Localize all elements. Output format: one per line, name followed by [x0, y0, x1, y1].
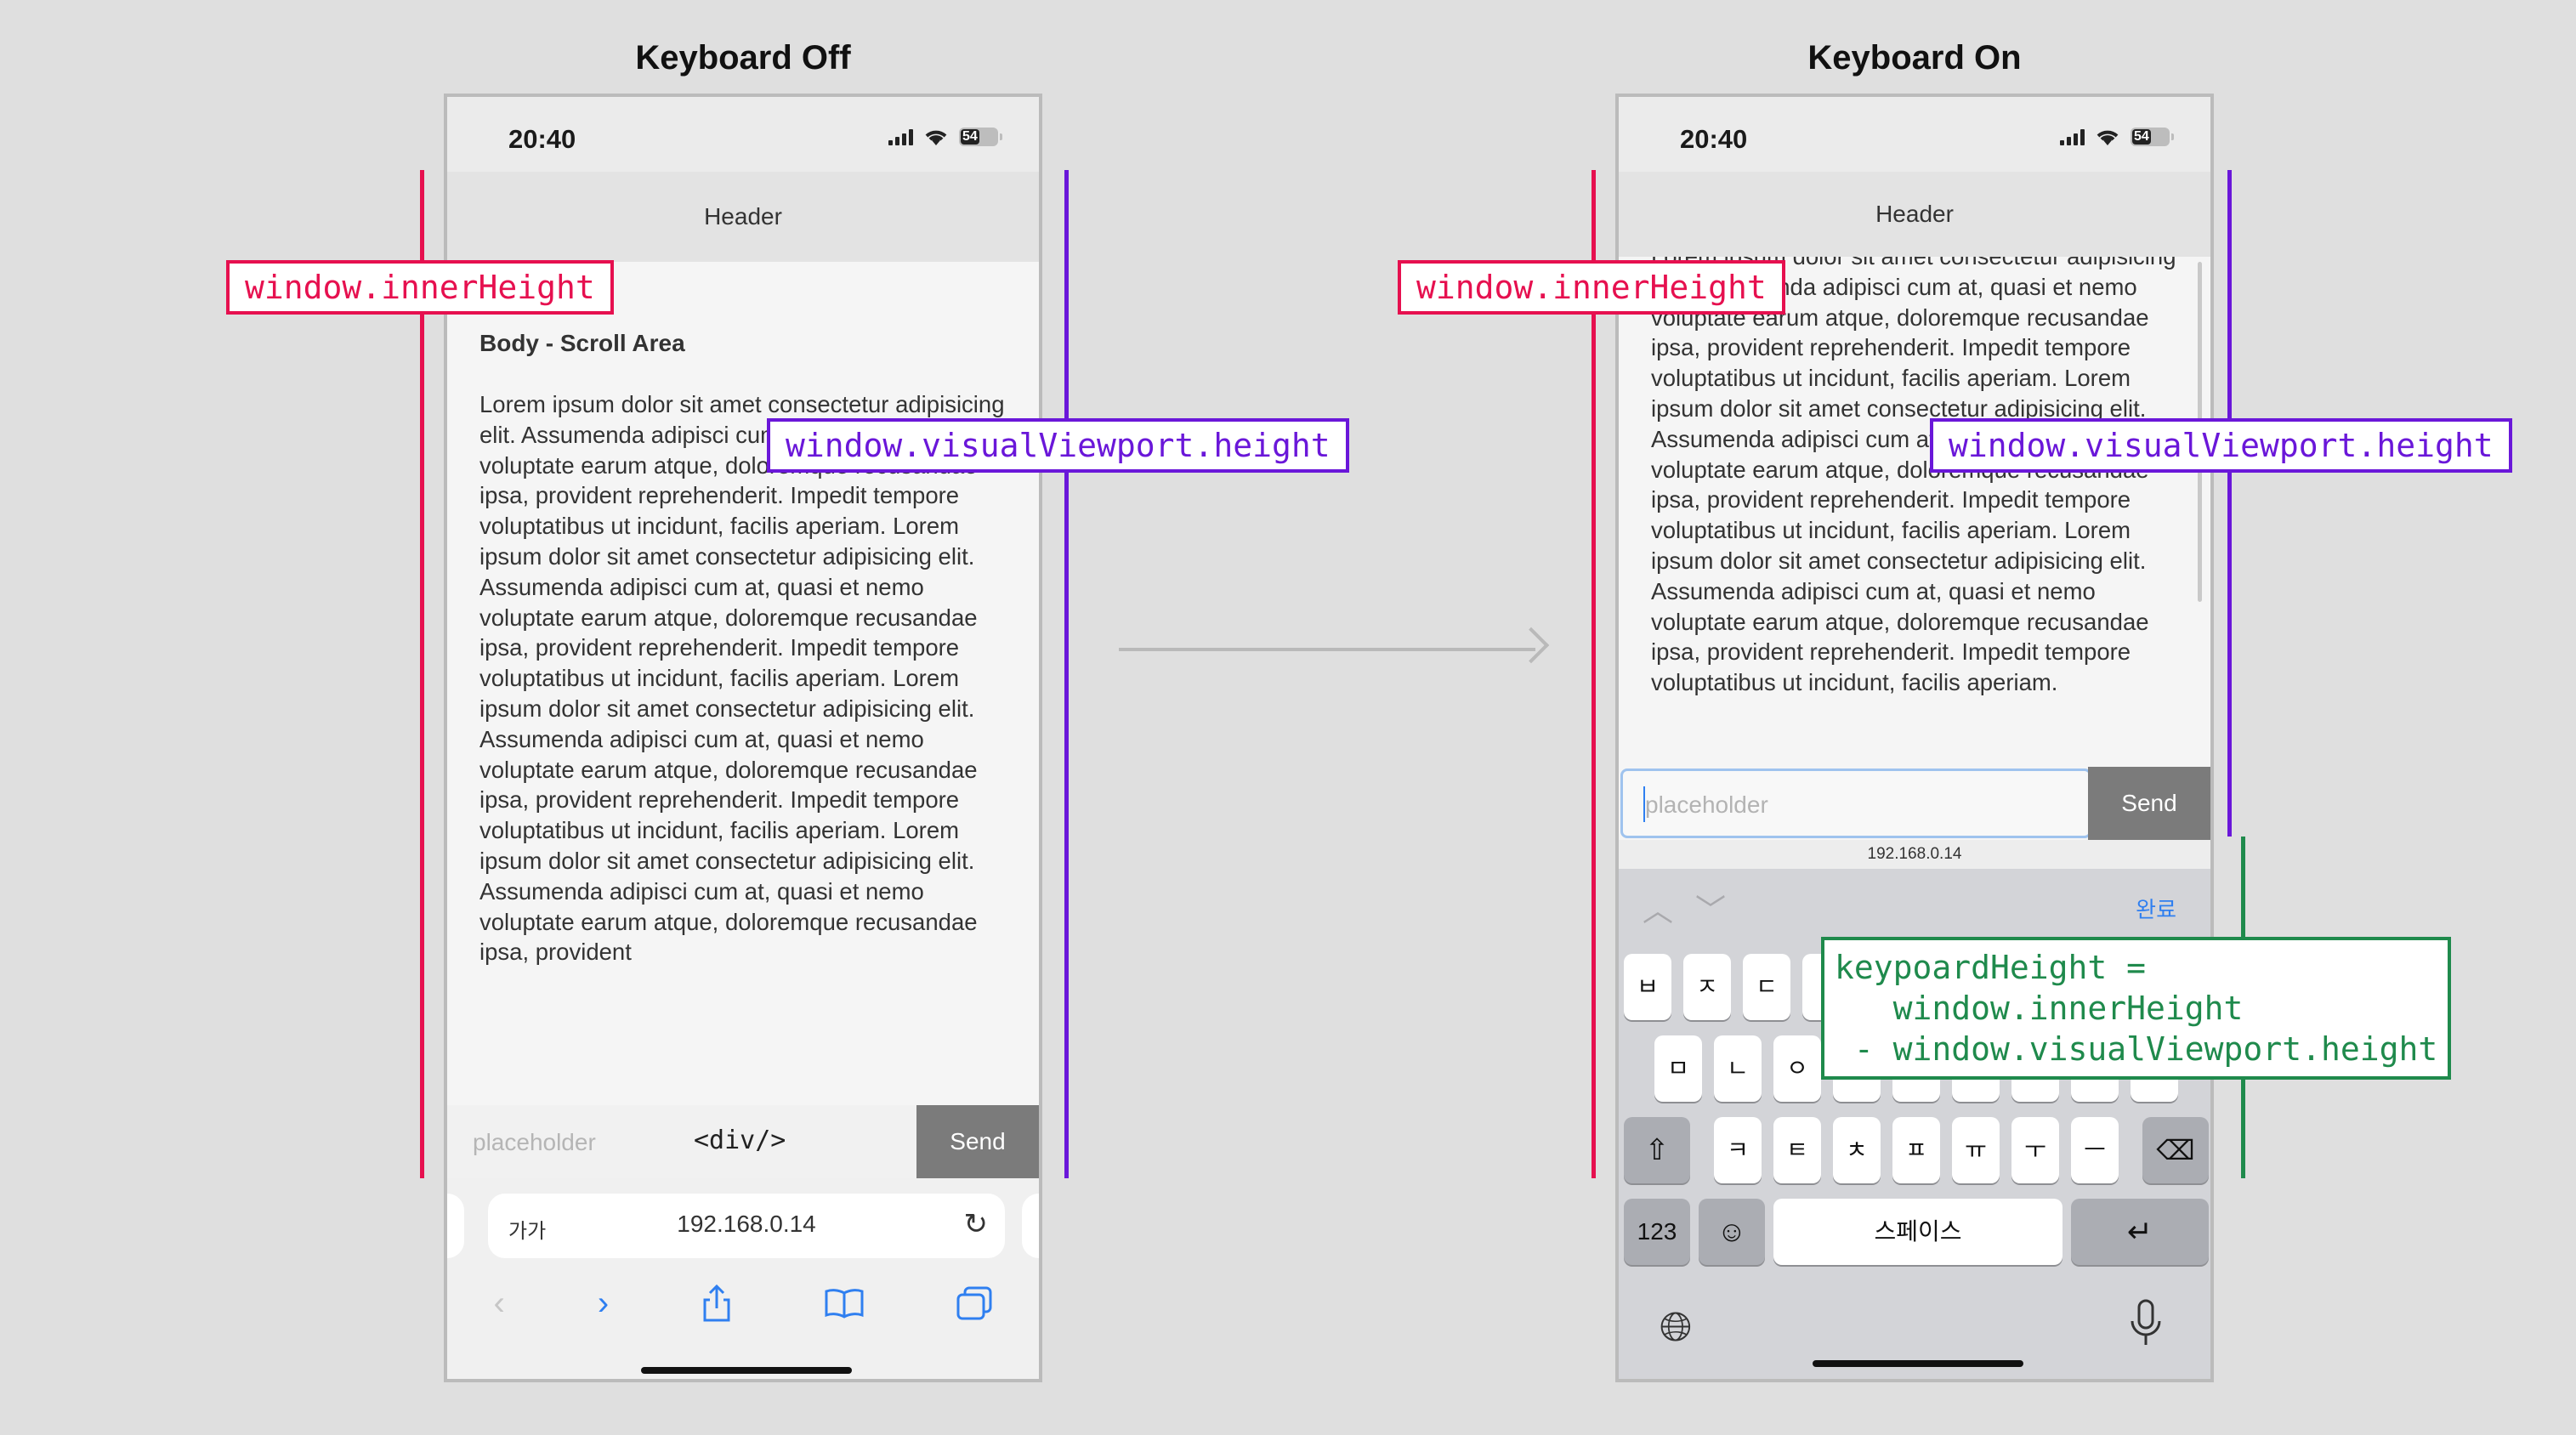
key-t[interactable]: ㅌ: [1773, 1117, 1821, 1183]
arrow-right-icon: [1512, 627, 1550, 664]
transition-arrow-line: [1119, 648, 1535, 651]
body-title: Body - Scroll Area: [479, 330, 685, 356]
home-indicator: [641, 1367, 852, 1374]
emoji-icon: ☺: [1716, 1216, 1747, 1248]
visual-height-label-left: window.visualViewport.height: [767, 418, 1349, 473]
phone-keyboard-off: 20:40 54 Header Body - Scroll Area Lorem…: [444, 94, 1042, 1382]
key-u[interactable]: ㅜ: [2011, 1117, 2059, 1183]
key-ch[interactable]: ㅊ: [1833, 1117, 1881, 1183]
keyboard-accessory-bar: ︿﹀ 완료: [1619, 869, 2210, 945]
back-icon[interactable]: ‹: [493, 1284, 505, 1322]
shift-key[interactable]: ⇧: [1624, 1117, 1690, 1183]
shift-icon: ⇧: [1644, 1134, 1670, 1166]
send-button[interactable]: Send: [916, 1105, 1039, 1178]
keyboard-height-formula: keypoardHeight = window.innerHeight - wi…: [1821, 937, 2452, 1080]
key-n[interactable]: ㄴ: [1714, 1035, 1762, 1102]
mic-icon[interactable]: [2129, 1299, 2163, 1347]
inner-height-label-left: window.innerHeight: [226, 260, 614, 315]
body-text: Lorem ipsum dolor sit amet consectetur a…: [479, 391, 1005, 966]
status-bar: 20:40 54: [1619, 97, 2210, 172]
emoji-key[interactable]: ☺: [1699, 1199, 1765, 1265]
page-settings-button[interactable]: 가가: [508, 1220, 547, 1243]
input-placeholder: placeholder: [1645, 791, 1768, 818]
signal-icon: [888, 128, 913, 145]
visual-height-label-right: window.visualViewport.height: [1930, 418, 2512, 473]
wifi-icon: [2097, 130, 2119, 145]
status-time: 20:40: [508, 124, 576, 154]
input-bar: placeholder <div/> Send: [447, 1105, 1039, 1178]
space-key[interactable]: 스페이스: [1773, 1199, 2063, 1265]
inner-height-line-right: [1592, 170, 1596, 1178]
body-scroll-area[interactable]: Body - Scroll Area Lorem ipsum dolor sit…: [447, 262, 1039, 1200]
key-yu[interactable]: ㅠ: [1952, 1117, 2000, 1183]
body-scroll-area[interactable]: Lorem ipsum dolor sit amet consectetur a…: [1619, 257, 2210, 847]
backspace-icon: ⌫: [2156, 1135, 2195, 1166]
done-button[interactable]: 완료: [2136, 897, 2176, 922]
app-header: Header: [447, 172, 1039, 262]
status-icons: 54: [2060, 128, 2174, 146]
body-text: Lorem ipsum dolor sit amet consectetur a…: [1651, 257, 2176, 696]
signal-icon: [2060, 128, 2085, 145]
inner-height-line-left: [420, 170, 424, 1178]
input-bar: placeholder Send: [1619, 767, 2210, 840]
inner-height-label-right: window.innerHeight: [1398, 260, 1785, 315]
tab-peek-right[interactable]: [1022, 1194, 1039, 1258]
address-bar[interactable]: 가가 192.168.0.14 ↻: [488, 1194, 1005, 1258]
send-button[interactable]: Send: [2088, 767, 2210, 840]
title-keyboard-off: Keyboard Off: [635, 39, 851, 77]
reload-icon[interactable]: ↻: [963, 1208, 989, 1240]
numbers-key[interactable]: 123: [1624, 1199, 1690, 1265]
key-ng[interactable]: ㅇ: [1773, 1035, 1821, 1102]
battery-icon: 54: [959, 128, 1002, 146]
key-b[interactable]: ㅂ: [1624, 954, 1671, 1020]
return-key[interactable]: ↵: [2071, 1199, 2209, 1265]
safari-bottom-bar: 가가 192.168.0.14 ↻ ‹ ›: [447, 1178, 1039, 1379]
safari-toolbar: ‹ ›: [447, 1273, 1039, 1333]
key-m[interactable]: ㅁ: [1654, 1035, 1702, 1102]
key-j[interactable]: ㅈ: [1683, 954, 1731, 1020]
forward-icon[interactable]: ›: [597, 1284, 610, 1322]
home-indicator: [1813, 1360, 2023, 1367]
message-input[interactable]: placeholder: [1620, 769, 2091, 838]
wifi-icon: [925, 130, 947, 145]
message-input[interactable]: placeholder: [473, 1129, 596, 1155]
return-icon: ↵: [2126, 1214, 2153, 1249]
status-icons: 54: [888, 128, 1002, 146]
battery-icon: 54: [2131, 128, 2174, 146]
share-icon[interactable]: [701, 1285, 732, 1322]
globe-icon[interactable]: 🌐︎: [1660, 1305, 1693, 1350]
div-label: <div/>: [694, 1126, 786, 1155]
key-p[interactable]: ㅍ: [1892, 1117, 1940, 1183]
status-time: 20:40: [1680, 124, 1748, 154]
text-caret: [1643, 786, 1645, 822]
key-k[interactable]: ㅋ: [1714, 1117, 1762, 1183]
key-d[interactable]: ㄷ: [1743, 954, 1790, 1020]
address-url: 192.168.0.14: [677, 1211, 816, 1237]
bookmarks-icon[interactable]: [825, 1288, 864, 1319]
prev-next-icons[interactable]: ︿﹀: [1643, 893, 1749, 927]
tabs-icon[interactable]: [956, 1286, 992, 1320]
key-eu[interactable]: ㅡ: [2071, 1117, 2119, 1183]
visual-height-line-right: [2227, 170, 2232, 837]
address-strip: 192.168.0.14: [1619, 840, 2210, 869]
status-bar: 20:40 54: [447, 97, 1039, 172]
tab-peek-left[interactable]: [447, 1194, 464, 1258]
backspace-key[interactable]: ⌫: [2142, 1117, 2209, 1183]
app-header: Header: [1619, 172, 2210, 257]
title-keyboard-on: Keyboard On: [1807, 39, 2022, 77]
visual-height-line-left: [1064, 170, 1069, 1178]
